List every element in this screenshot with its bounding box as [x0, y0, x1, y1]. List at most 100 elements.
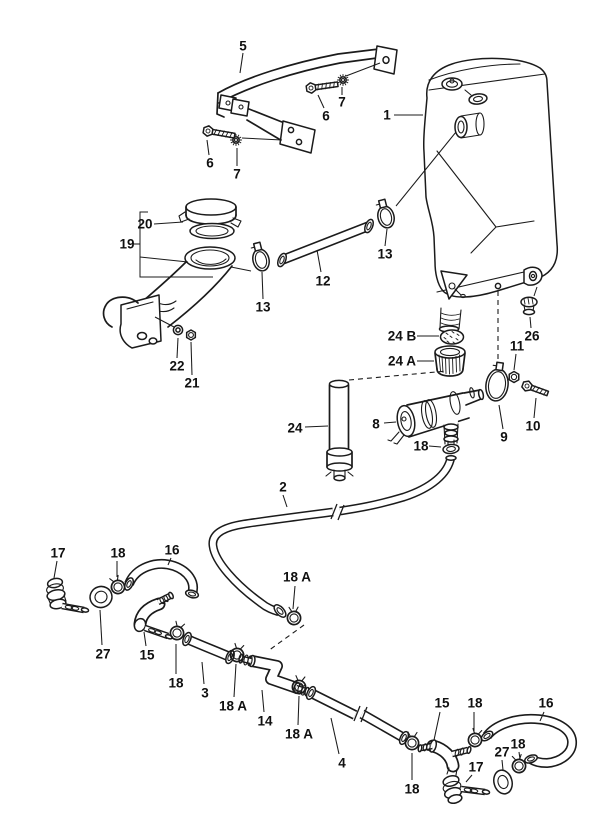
part-label-27: 27	[95, 647, 110, 662]
reference-line	[230, 266, 252, 272]
grommet	[442, 443, 460, 455]
spring-clip	[229, 642, 245, 663]
label-leader-line	[167, 557, 172, 566]
part-label-14: 14	[257, 714, 273, 729]
washer-reservoir	[423, 57, 559, 333]
label-leader-line	[317, 94, 325, 109]
part-label-6: 6	[206, 156, 214, 171]
part-label-16: 16	[538, 696, 554, 711]
grommet	[493, 769, 513, 795]
hex-bolt	[521, 380, 550, 397]
label-leader-line	[261, 271, 264, 300]
spring-clip	[291, 675, 307, 695]
tee-connector	[238, 653, 310, 697]
label-leader-line	[428, 445, 442, 448]
worm-clamp	[375, 198, 395, 229]
filter-disc-24b	[439, 329, 465, 345]
part-label-10: 10	[525, 419, 540, 434]
label-leader-line	[261, 689, 265, 713]
spring-clip	[109, 574, 126, 595]
part-label-24B: 24 B	[388, 329, 417, 344]
part-label-18A: 18 A	[283, 570, 311, 585]
vent-boss	[468, 93, 488, 105]
label-leader-line	[292, 585, 296, 610]
filler-hose	[277, 218, 374, 268]
support-bracket	[216, 45, 398, 154]
label-leader-line	[316, 249, 322, 273]
spring-clip	[467, 727, 483, 748]
spring-clip	[511, 754, 527, 774]
seal-ring	[189, 222, 235, 240]
part-label-26: 26	[524, 329, 540, 344]
part-label-11: 11	[510, 339, 525, 354]
hose-3	[182, 631, 235, 665]
label-leader-line	[539, 711, 545, 722]
part-label-20: 20	[137, 217, 152, 232]
part-label-1: 1	[383, 108, 391, 123]
drain-recess	[440, 270, 468, 300]
part-label-12: 12	[315, 274, 330, 289]
part-label-13: 13	[255, 300, 271, 315]
left-nozzle-hose	[123, 559, 200, 599]
part-label-17: 17	[50, 546, 65, 561]
part-label-18: 18	[467, 696, 483, 711]
part-label-19: 19	[119, 237, 134, 252]
filler-assembly	[102, 198, 242, 349]
label-leader-line	[533, 397, 537, 419]
strainer-cap-24a	[434, 345, 466, 377]
label-leader-line	[153, 221, 184, 225]
spring-clip	[169, 620, 186, 641]
filler-cap	[178, 198, 242, 228]
label-leader-line	[176, 337, 179, 359]
filler-flange	[102, 294, 162, 349]
left-elbow-connector	[133, 591, 175, 640]
left-washer-nozzle	[46, 577, 90, 614]
label-leader-line	[297, 695, 300, 726]
part-label-18: 18	[168, 676, 184, 691]
spring-clip	[286, 606, 302, 626]
hex-nut	[185, 329, 197, 341]
part-label-15: 15	[139, 648, 155, 663]
part-label-7: 7	[233, 167, 241, 182]
label-leader-line	[383, 421, 397, 424]
reference-line	[241, 137, 283, 141]
assembly-dashed-line	[267, 624, 305, 652]
right-nozzle-hose	[480, 713, 577, 768]
label-leader-line	[384, 228, 388, 247]
spring-clip	[404, 731, 420, 751]
reference-line	[154, 316, 175, 328]
hex-nut	[508, 370, 520, 384]
assembly-dashed-line	[348, 370, 448, 381]
part-label-21: 21	[184, 376, 200, 391]
label-leader-line	[201, 661, 205, 685]
part-label-27: 27	[494, 745, 509, 760]
worm-clamp	[250, 241, 270, 272]
grommet	[89, 585, 113, 609]
label-leader-line	[53, 560, 58, 579]
washer-pump	[387, 387, 485, 448]
label-leader-line	[501, 759, 504, 771]
label-leader-line	[498, 404, 504, 430]
part-label-16: 16	[164, 543, 180, 558]
label-leader-line	[465, 774, 473, 783]
outlet-spout	[438, 307, 462, 333]
part-label-18: 18	[110, 546, 126, 561]
part-label-24A: 24 A	[388, 354, 416, 369]
hex-bolt	[305, 81, 339, 94]
label-leader-line	[330, 717, 340, 755]
label-leader-line	[304, 425, 329, 428]
star-washer	[336, 73, 350, 87]
part-label-3: 3	[201, 686, 209, 701]
pump-outlet-barb	[443, 419, 459, 448]
inlet-port	[454, 112, 485, 139]
label-leader-line	[99, 609, 103, 646]
label-leader-line	[513, 353, 517, 371]
label-leader-line	[529, 316, 532, 329]
part-label-4: 4	[338, 756, 346, 771]
reservoir-cap-boss	[441, 77, 463, 91]
part-label-18: 18	[413, 439, 429, 454]
reference-line	[139, 256, 189, 263]
small-hardware-components	[89, 73, 550, 795]
